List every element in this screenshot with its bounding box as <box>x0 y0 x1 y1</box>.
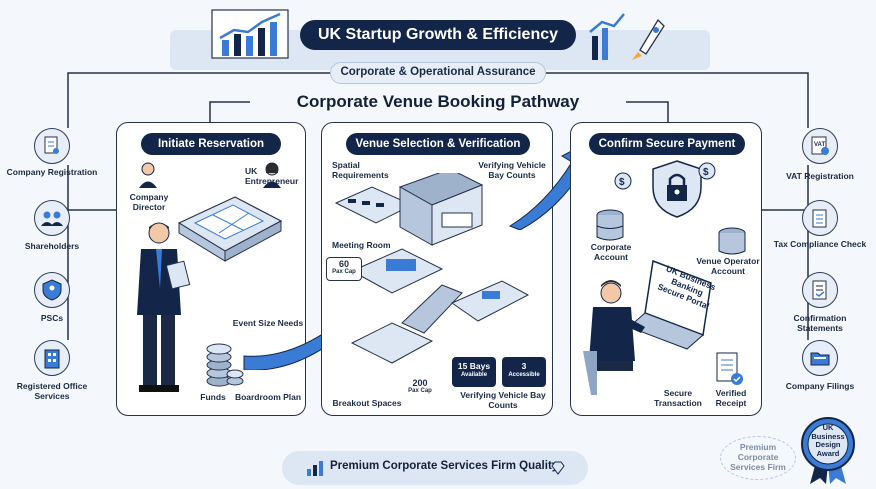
sidebar-item-vat-registration: VAT Registration <box>786 171 854 181</box>
rocket-icon <box>589 13 668 65</box>
sidebar-item-registered-office: Registered Office Services <box>16 381 88 401</box>
dollar-coin-icon: $ <box>698 162 716 180</box>
pax-200-badge: 200 Pax Cap <box>406 377 434 403</box>
label-venue-operator-account: Venue Operator Account <box>696 256 760 276</box>
label-event-size: Event Size Needs <box>232 318 304 328</box>
award-badge-text: UK Business Design Award <box>811 423 845 458</box>
verified-receipt-icon <box>716 352 743 385</box>
bays-3-number: 3 <box>521 361 527 371</box>
label-breakout-spaces: Breakout Spaces <box>332 398 402 408</box>
panel-title-venue: Venue Selection & Verification <box>346 133 530 155</box>
floor-plan-screen <box>177 196 283 262</box>
corporate-account-db-icon <box>596 209 624 241</box>
dollar-coin-icon: $ <box>614 172 632 190</box>
vat-icon[interactable]: VAT <box>802 128 838 164</box>
folder-icon[interactable] <box>802 340 838 376</box>
bays-3-badge: 3 Accessible <box>502 357 546 387</box>
bays-15-number: 15 Bays <box>457 361 491 371</box>
label-corporate-account: Corporate Account <box>590 242 632 262</box>
sidebar-item-company-filings: Company Filings <box>785 381 855 391</box>
label-verified-receipt: Verified Receipt <box>715 388 747 408</box>
building-icon[interactable] <box>34 340 70 376</box>
panel-initiate-reservation: Initiate Reservation Company Director UK… <box>116 122 306 416</box>
funds-coins-icon <box>206 343 244 387</box>
label-verifying-top: Verifying Vehicle Bay Counts <box>478 160 546 180</box>
sidebar-item-confirmation-statements: Confirmation Statements <box>793 313 847 333</box>
growth-chart-icon <box>211 9 289 59</box>
label-boardroom-plan: Boardroom Plan <box>234 392 302 402</box>
bays-15-badge: 15 Bays Available <box>452 357 496 387</box>
shield-lock-icon <box>652 160 702 218</box>
sidebar-item-tax-compliance: Tax Compliance Check <box>773 239 867 249</box>
pax-200-number: 200 <box>412 378 428 388</box>
statement-icon[interactable] <box>802 272 838 308</box>
businessman-illustration <box>137 222 191 392</box>
people-icon[interactable] <box>34 200 70 236</box>
footer-text: Premium Corporate Services Firm Quality <box>330 460 559 472</box>
footer-bar <box>282 451 588 485</box>
bar-chart-icon <box>307 461 323 476</box>
svg-text:$: $ <box>619 177 625 188</box>
bays-available: Available <box>460 371 488 378</box>
panel-venue-selection: Venue Selection & Verification Spatial R… <box>321 122 553 416</box>
label-verifying-bottom: Verifying Vehicle Bay Counts <box>460 390 546 410</box>
label-company-director: Company Director <box>129 192 169 212</box>
main-title: UK Startup Growth & Efficiency <box>300 20 576 50</box>
pax-60-badge: 60 Pax Cap <box>326 257 362 281</box>
label-spatial-requirements: Spatial Requirements <box>332 160 389 180</box>
assurance-subtitle: Corporate & Operational Assurance <box>330 62 546 84</box>
venue-account-db-icon <box>718 227 746 255</box>
award-badge-icon <box>801 417 855 484</box>
director-avatar-icon <box>139 162 157 188</box>
label-funds: Funds <box>200 392 226 402</box>
venue-building-illustration <box>334 173 530 364</box>
sidebar-item-pscs: PSCs <box>40 313 64 323</box>
pax-60-number: 60 <box>338 259 349 269</box>
sidebar-item-company-registration: Company Registration <box>6 167 98 177</box>
pax-60-unit: Pax Cap <box>332 269 356 276</box>
svg-text:$: $ <box>703 167 709 178</box>
shield-user-icon[interactable] <box>34 272 70 308</box>
diamond-icon <box>551 461 565 475</box>
panel-secure-payment: Confirm Secure Payment $ $ Corporate Acc… <box>570 122 762 416</box>
premium-seal: Premium Corporate Services Firm <box>720 436 796 480</box>
panel-title-initiate: Initiate Reservation <box>141 133 281 155</box>
svg-text:VAT: VAT <box>814 142 825 148</box>
premium-seal-text: Premium Corporate Services Firm <box>730 442 786 472</box>
label-secure-transaction: Secure Transaction <box>654 388 702 408</box>
sidebar-item-shareholders: Shareholders <box>24 241 80 251</box>
bays-accessible: Accessible <box>508 371 540 378</box>
checklist-icon[interactable] <box>802 200 838 236</box>
document-icon[interactable] <box>34 128 70 164</box>
label-meeting-room: Meeting Room <box>332 240 391 250</box>
entrepreneur-avatar-icon <box>263 162 281 188</box>
laptop-user-illustration <box>583 259 712 395</box>
pax-200-unit: Pax Cap <box>408 388 432 395</box>
panel-title-payment: Confirm Secure Payment <box>589 133 745 155</box>
pathway-title: Corporate Venue Booking Pathway <box>296 92 580 111</box>
label-uk-entrepreneur: UK Entrepreneur <box>245 166 299 186</box>
